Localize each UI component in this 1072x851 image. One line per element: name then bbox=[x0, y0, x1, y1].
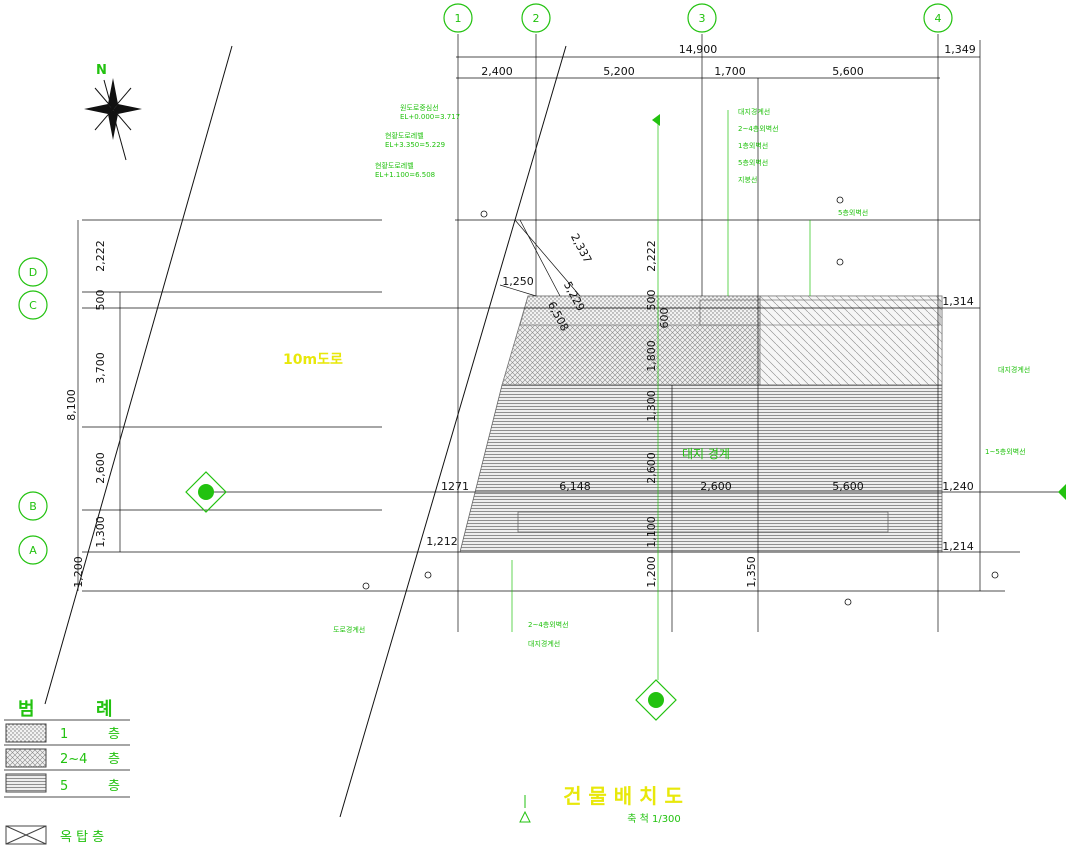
legend-2-unit: 층 bbox=[108, 752, 120, 767]
legend-title-1: 범 bbox=[18, 699, 35, 720]
dim-left-3: 3,700 bbox=[94, 352, 107, 384]
annotations: 원도로중심선 EL+0.000=3.717 현황도로레벨 EL+3.350=5.… bbox=[333, 103, 1030, 648]
dim-diag-2: 1,250 bbox=[502, 275, 534, 288]
dim-seg-1: 2,400 bbox=[481, 65, 513, 78]
dim-center-3: 600 bbox=[658, 308, 671, 329]
legend-1-num: 1 bbox=[60, 727, 68, 742]
legend-title-2: 례 bbox=[96, 699, 113, 720]
legend-3-num: 5 bbox=[60, 779, 68, 794]
dim-left-6: 1,200 bbox=[72, 556, 85, 588]
dim-center-8: 1,200 bbox=[645, 556, 658, 588]
legend-extra: 옥 탑 층 bbox=[60, 830, 104, 845]
note-tl-3: 현황도로레벨 bbox=[385, 131, 424, 140]
section-markers bbox=[185, 114, 1066, 721]
note-tr-2: 2~4층외벽선 bbox=[738, 124, 779, 133]
note-tl-2: EL+0.000=3.717 bbox=[400, 113, 460, 121]
note-upper-right: 5층외벽선 bbox=[838, 208, 868, 217]
dim-seg-4: 5,600 bbox=[832, 65, 864, 78]
diagonal-dimension-lines bbox=[499, 219, 581, 297]
dim-center-1: 2,222 bbox=[645, 240, 658, 272]
grid-left-c: C bbox=[29, 299, 37, 312]
legend-2-num: 2~4 bbox=[60, 752, 87, 767]
note-tl-6: EL+1.100=6.508 bbox=[375, 171, 435, 179]
legend: 범 례 1 층 2~4 층 5 층 옥 탑 층 bbox=[4, 699, 130, 845]
dim-left-1: 2,222 bbox=[94, 240, 107, 272]
drawing-title: 건 물 배 치 도 bbox=[563, 784, 683, 808]
dim-left-4: 2,600 bbox=[94, 452, 107, 484]
dimensions-row-b: 1271 6,148 2,600 5,600 1,240 1,314 1,214… bbox=[426, 295, 974, 553]
dim-row-b-2: 6,148 bbox=[559, 480, 591, 493]
dim-bottom-col: 1,350 bbox=[745, 556, 758, 588]
dim-center-7: 1,100 bbox=[645, 516, 658, 548]
dim-center-4: 1,800 bbox=[645, 340, 658, 372]
dim-seg-3: 1,700 bbox=[714, 65, 746, 78]
dim-bottom-left: 1,212 bbox=[426, 535, 458, 548]
dim-center-2: 500 bbox=[645, 290, 658, 311]
note-tr-3: 1층외벽선 bbox=[738, 141, 768, 150]
dim-left-5: 1,300 bbox=[94, 516, 107, 548]
grid-left-b: B bbox=[29, 500, 37, 513]
grid-left-a: A bbox=[29, 544, 37, 557]
dim-left-2: 500 bbox=[94, 290, 107, 311]
dim-right-1: 1,314 bbox=[942, 295, 974, 308]
dim-row-b-5: 1,240 bbox=[942, 480, 974, 493]
note-bottom-1: 2~4층외벽선 bbox=[528, 620, 569, 629]
level-markers bbox=[362, 196, 999, 606]
north-label: N bbox=[96, 63, 107, 78]
note-tr-5: 지붕선 bbox=[738, 175, 757, 184]
dim-total-width: 14,900 bbox=[679, 43, 718, 56]
dim-row-b-1: 1271 bbox=[441, 480, 469, 493]
vertical-grid-lines bbox=[77, 34, 981, 680]
dim-total-depth: 8,100 bbox=[65, 389, 78, 421]
note-bottom-left: 도로경계선 bbox=[333, 625, 365, 634]
grid-top-4: 4 bbox=[935, 12, 942, 25]
note-tl-1: 원도로중심선 bbox=[400, 103, 439, 112]
dim-overhang: 1,349 bbox=[944, 43, 976, 56]
road-lines bbox=[44, 45, 567, 818]
note-tl-4: EL+3.350=5.229 bbox=[385, 141, 445, 149]
dim-row-b-3: 2,600 bbox=[700, 480, 732, 493]
dimensions-top: 14,900 1,349 2,400 5,200 1,700 5,600 bbox=[481, 43, 976, 78]
note-tr-1: 대지경계선 bbox=[738, 107, 770, 116]
reference-lines bbox=[82, 56, 1060, 592]
site-label: 대지 경계 bbox=[682, 447, 730, 461]
dim-center-5: 1,300 bbox=[645, 390, 658, 422]
dim-right-2: 1,214 bbox=[942, 540, 974, 553]
dim-diag-1: 2,337 bbox=[568, 231, 594, 265]
dimensions-left: 8,100 2,222 500 3,700 2,600 1,300 1,200 bbox=[65, 240, 107, 588]
note-bottom-2: 대지경계선 bbox=[528, 639, 560, 648]
grid-top-1: 1 bbox=[455, 12, 462, 25]
drawing-scale: 축 척 1/300 bbox=[627, 813, 681, 825]
road-label: 10m도로 bbox=[283, 352, 343, 368]
grid-bubbles-left: D C B A bbox=[18, 257, 48, 565]
dim-row-b-4: 5,600 bbox=[832, 480, 864, 493]
title-block: 건 물 배 치 도 축 척 1/300 bbox=[519, 784, 683, 825]
note-tr-4: 5층외벽선 bbox=[738, 158, 768, 167]
note-right-2: 1~5층외벽선 bbox=[985, 447, 1026, 456]
legend-1-unit: 층 bbox=[108, 727, 120, 742]
grid-bubbles-top: 1 2 3 4 bbox=[443, 3, 953, 33]
legend-3-unit: 층 bbox=[108, 779, 120, 794]
dim-seg-2: 5,200 bbox=[603, 65, 635, 78]
building-hatch bbox=[459, 295, 943, 553]
dim-center-6: 2,600 bbox=[645, 452, 658, 484]
note-tl-5: 현황도로레벨 bbox=[375, 161, 414, 170]
grid-top-2: 2 bbox=[533, 12, 540, 25]
grid-left-d: D bbox=[29, 266, 37, 279]
note-right-1: 대지경계선 bbox=[998, 365, 1030, 374]
grid-top-3: 3 bbox=[699, 12, 706, 25]
dimensions-center: 2,222 500 600 1,800 1,300 2,600 1,100 1,… bbox=[645, 240, 758, 588]
north-arrow-icon: N bbox=[84, 63, 142, 161]
